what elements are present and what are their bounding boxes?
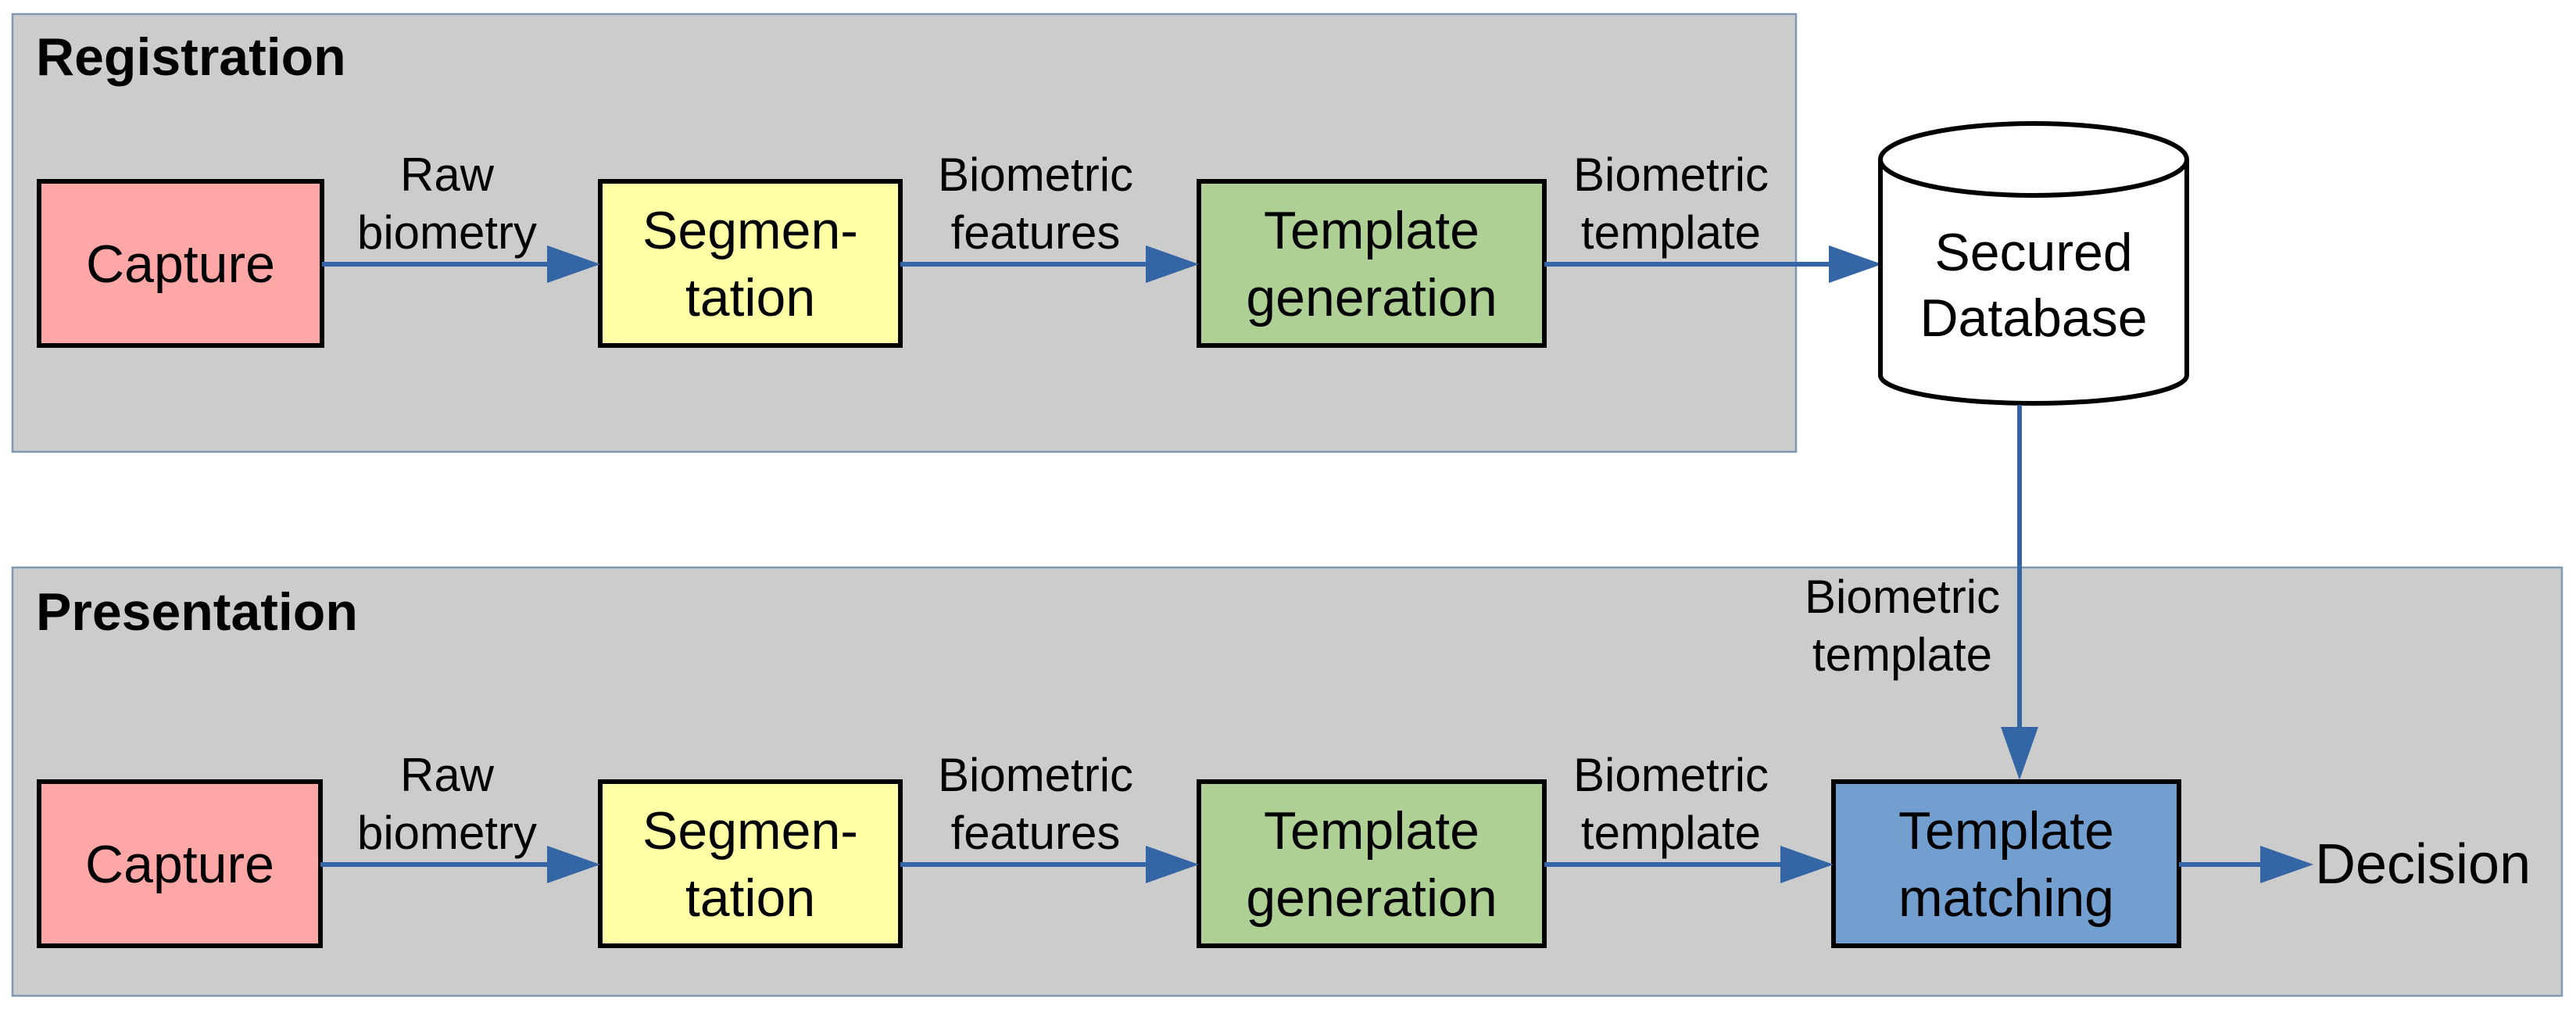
registration-capture-box xyxy=(37,179,324,348)
registration-arrowhead-raw xyxy=(547,245,600,283)
presentation-segmentation-box xyxy=(598,779,903,948)
database-label-1: Secured xyxy=(1934,223,2132,282)
presentation-template-generation-box xyxy=(1197,779,1547,948)
presentation-template-matching-box xyxy=(1831,779,2181,948)
registration-template-generation-box xyxy=(1197,179,1547,348)
presentation-edge-raw-2: biometry xyxy=(357,807,537,859)
registration-template-generation-label-1: Template xyxy=(1264,201,1479,260)
registration-title: Registration xyxy=(36,27,346,87)
presentation-title: Presentation xyxy=(36,582,358,642)
presentation-segmentation-label-2: tation xyxy=(685,868,815,928)
database-label-2: Database xyxy=(1919,288,2147,348)
presentation-segmentation-label-1: Segmen- xyxy=(642,801,858,861)
database-top xyxy=(1878,121,2189,198)
presentation-edge-features-2: features xyxy=(951,807,1121,859)
presentation-capture-label: Capture xyxy=(85,835,274,894)
registration-capture-label: Capture xyxy=(86,234,275,294)
registration-edge-raw-2: biometry xyxy=(357,206,537,259)
registration-segmentation-label-2: tation xyxy=(685,268,815,328)
presentation-arrowhead-template xyxy=(1780,846,1834,883)
database-edge-template-2: template xyxy=(1812,628,1992,681)
presentation-template-generation-label-1: Template xyxy=(1264,801,1479,861)
database-arrowhead-down xyxy=(2001,727,2038,780)
secured-database-cylinder xyxy=(1878,121,2189,406)
presentation-arrowhead-decision xyxy=(2260,846,2313,883)
presentation-template-generation-label-2: generation xyxy=(1246,868,1497,928)
presentation-edge-template-2: template xyxy=(1581,807,1761,859)
presentation-arrowhead-features xyxy=(1146,846,1199,883)
registration-edge-template-2: template xyxy=(1581,206,1761,259)
registration-template-generation-label-2: generation xyxy=(1246,268,1497,328)
presentation-edge-template-1: Biometric xyxy=(1573,749,1769,801)
registration-edge-raw-1: Raw xyxy=(400,149,495,201)
database-body xyxy=(1878,159,2189,406)
presentation-template-matching-label-1: Template xyxy=(1898,801,2114,861)
presentation-edge-features-1: Biometric xyxy=(938,749,1133,801)
registration-segmentation-label-1: Segmen- xyxy=(642,201,858,260)
database-edge-template-1: Biometric xyxy=(1805,571,2000,623)
presentation-arrowhead-raw xyxy=(547,846,600,883)
decision-label: Decision xyxy=(2315,833,2531,896)
registration-edge-features-1: Biometric xyxy=(938,149,1133,201)
registration-edge-features-2: features xyxy=(951,206,1121,259)
presentation-edge-raw-1: Raw xyxy=(400,749,495,801)
presentation-template-matching-label-2: matching xyxy=(1898,868,2114,928)
registration-edge-template-1: Biometric xyxy=(1573,149,1769,201)
registration-arrowhead-template xyxy=(1829,245,1882,283)
registration-arrowhead-features xyxy=(1146,245,1199,283)
